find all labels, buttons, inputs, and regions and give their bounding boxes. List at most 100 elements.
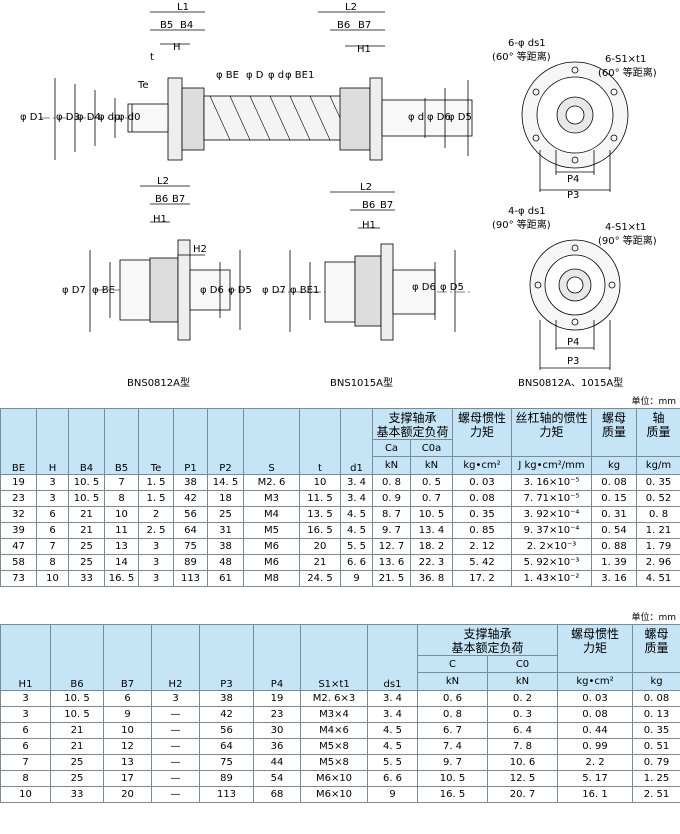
table1-cell: M2. 6: [243, 474, 300, 491]
table1-cell: 11. 5: [299, 490, 341, 507]
table1-cell: 10: [299, 474, 341, 491]
table1-cell: 21: [68, 506, 105, 523]
mid-BE1: φ BE1: [290, 285, 319, 296]
label-D5: φ D5: [448, 112, 472, 123]
table2-cell: 36: [253, 738, 301, 755]
table1-cell: M4: [243, 506, 300, 523]
caption-bns1015a: BNS1015A型: [330, 376, 393, 389]
table2-cell: 33: [50, 786, 104, 803]
table2-cell: 20: [103, 786, 152, 803]
table1-sub-1: C0a: [409, 439, 454, 457]
flange-top-taps: 6-S1×t1: [605, 54, 646, 65]
table1-cell: 0. 08: [591, 474, 638, 491]
table1-cell: 12. 7: [372, 538, 411, 555]
table2-cell: 6: [0, 738, 51, 755]
t1-h-S: S: [243, 408, 300, 475]
t2-h-B7: B7: [103, 624, 152, 691]
flange-top-P4: P4: [567, 174, 579, 185]
table1-cell: 1. 21: [636, 522, 680, 539]
table1-cell: 113: [173, 570, 208, 587]
table1-cell: 8: [104, 490, 139, 507]
table1-cell: 0. 88: [591, 538, 638, 555]
table1-cell: 0. 35: [452, 506, 513, 523]
table1-cell: 21: [299, 554, 341, 571]
label-H1: H1: [357, 44, 371, 55]
table2-cell: —: [151, 786, 200, 803]
t1-h-P2: P2: [207, 408, 244, 475]
table1-cell: 14. 5: [207, 474, 244, 491]
table2-cell: —: [151, 738, 200, 755]
table2-cell: —: [151, 770, 200, 787]
table1-cell: 9. 7: [372, 522, 411, 539]
label-L2: L2: [345, 2, 357, 13]
mid-D7: φ D7: [262, 285, 286, 296]
table2-cell: 0. 08: [632, 690, 680, 707]
table1-cell: 0. 31: [591, 506, 638, 523]
table1-cell: 4. 5: [340, 506, 373, 523]
table1-cell: 1. 5: [138, 490, 174, 507]
flange-top-holes: 6-φ ds1: [508, 38, 546, 49]
table1-cell: 22. 3: [409, 554, 454, 571]
table1-cell: 0. 15: [591, 490, 638, 507]
table2-cell: 10. 6: [486, 754, 559, 771]
table2-cell: 9: [103, 706, 152, 723]
table1-cell: 21. 5: [372, 570, 411, 587]
table1-cell: M8: [243, 570, 300, 587]
label-B6: B6: [337, 20, 350, 31]
t1-h-H: H: [36, 408, 69, 475]
table2-cell: 4. 5: [367, 738, 418, 755]
table1-cell: 4. 5: [340, 522, 373, 539]
mid-B7: B7: [380, 200, 393, 211]
table2-cell: 6: [103, 690, 152, 707]
table2-unit: 单位：mm: [631, 613, 676, 623]
table1-cell: 6. 6: [340, 554, 373, 571]
table2-cell: 17: [103, 770, 152, 787]
table2-cell: M6×10: [300, 770, 368, 787]
table1-cell: M6: [243, 554, 300, 571]
technical-drawing: L1 L2 B5 B4 B6 B7 H H1 t Te φ D1 φ D3 φ …: [20, 2, 657, 389]
label-d: φ d: [268, 70, 284, 81]
table2-cell: 20. 7: [486, 786, 559, 803]
table2-cell: M2. 6×3: [300, 690, 368, 707]
table1-cell: 33: [68, 570, 105, 587]
table2-cell: 6. 7: [417, 722, 488, 739]
table1-cell: 8: [36, 554, 69, 571]
mid-H1: H1: [362, 220, 376, 231]
table2-cell: 2. 2: [557, 754, 634, 771]
t2-h-P3: P3: [199, 624, 254, 691]
table2-cell: 30: [253, 722, 301, 739]
table1-cell: 17. 2: [452, 570, 513, 587]
table1-cell: 2: [138, 506, 174, 523]
table1-cell: 31: [207, 522, 244, 539]
table2-cell: 21: [50, 738, 104, 755]
table1-unit-14: kg: [591, 456, 638, 475]
table2-cell: 0. 2: [486, 690, 559, 707]
table1-unit-10: kN: [372, 456, 411, 475]
table2-cell: 0. 35: [632, 722, 680, 739]
table1-cell: 47: [0, 538, 37, 555]
table2-cell: 68: [253, 786, 301, 803]
caption-bns0812a: BNS0812A型: [127, 376, 190, 389]
table1-cell: 3: [138, 570, 174, 587]
label-B4: B4: [180, 20, 193, 31]
table2-cell: 3: [0, 690, 51, 707]
table1-cell: 2. 2×10⁻³: [511, 538, 593, 555]
table2-cell: 5. 5: [367, 754, 418, 771]
table1-cell: 24. 5: [299, 570, 341, 587]
table2-cell: 7. 4: [417, 738, 488, 755]
table1-cell: 18. 2: [409, 538, 454, 555]
table1-cell: 64: [173, 522, 208, 539]
t2-h-H1: H1: [0, 624, 51, 691]
label-D6: φ D6: [427, 112, 451, 123]
label-BE1: φ BE1: [285, 70, 314, 81]
t1-h-t: t: [299, 408, 341, 475]
table2-unit-8: kN: [417, 672, 488, 691]
table1-cell: 13: [104, 538, 139, 555]
t1-h-B4: B4: [68, 408, 105, 475]
table1-cell: 11: [104, 522, 139, 539]
table1-cell: 3. 4: [340, 474, 373, 491]
